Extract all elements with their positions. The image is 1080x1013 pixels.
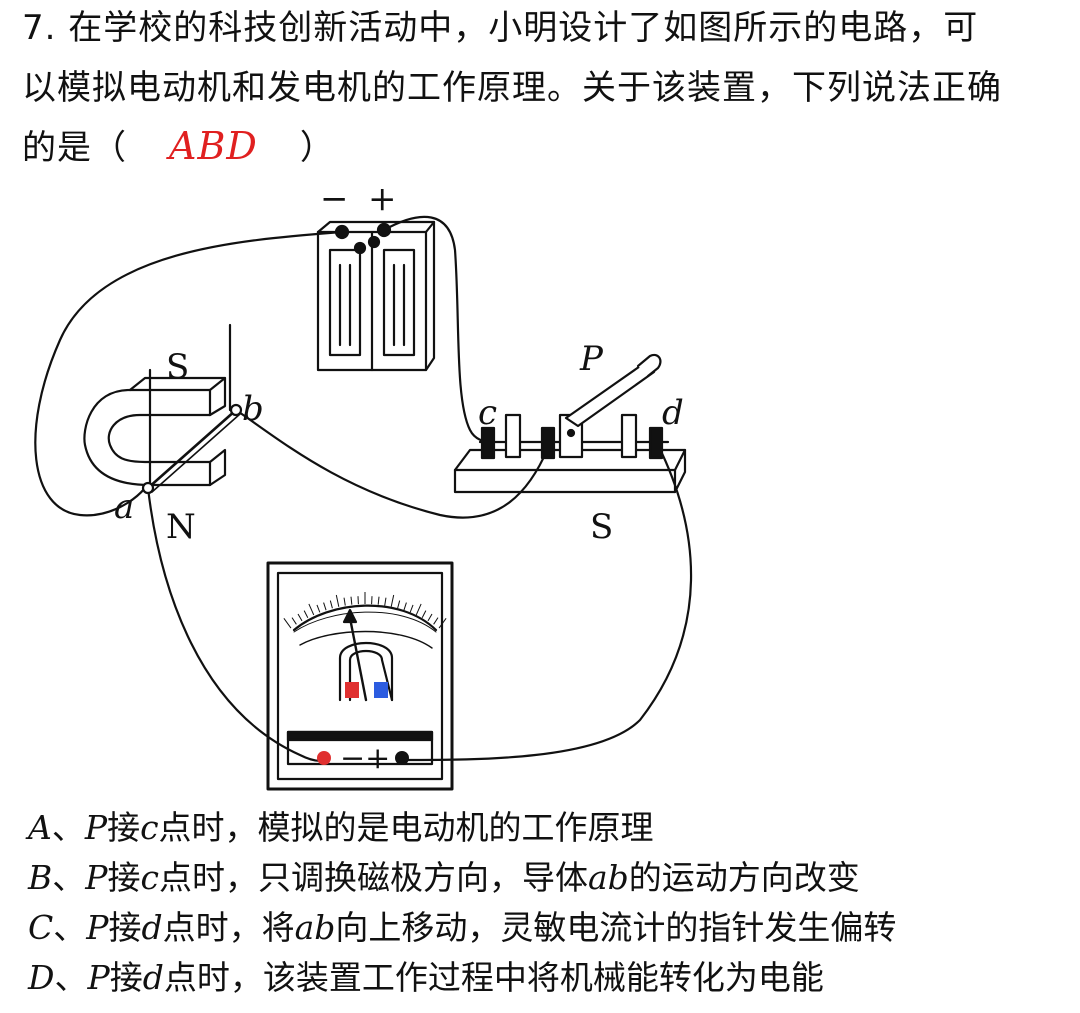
meter-tick [384,597,387,606]
meter-tick [297,613,303,622]
meter-tick [335,594,340,607]
question-text-1: 在学校的科技创新活动中，小明设计了如图所示的电路，可 [68,8,979,48]
meter-tick [350,596,353,605]
galvanometer [266,561,454,791]
question-line-3: 的是（ ABD ） [22,124,335,170]
meter-tick [329,600,333,609]
magnet-n-label: N [166,507,196,547]
meter-magnet-red [345,682,359,698]
meter-tick [343,597,346,606]
meter-tick [377,596,380,605]
question-line-1: 7. 在学校的科技创新活动中，小明设计了如图所示的电路，可 [22,8,979,48]
meter-terminal-black [395,751,409,765]
meter-ticks [283,592,447,629]
meter-tick [409,604,414,613]
meter-tick [415,603,422,616]
wire-b-to-switch [234,408,550,519]
question-text-3-prefix: 的是（ [22,128,127,168]
meter-tick [403,602,407,611]
option-c: C、P接d点时，将ab向上移动，灵敏电流计的指针发生偏转 [28,908,897,947]
wire-battery-to-c [382,215,492,444]
question-number: 7 [22,8,45,48]
option-b: B、P接c点时，只调换磁极方向，导体ab的运动方向改变 [28,858,860,897]
circuit-diagram: − + S N b a c d P S −+ [34,179,693,791]
meter-magnet-blue [374,682,388,698]
meter-tick [283,618,292,629]
meter-tick [427,613,433,622]
switch [453,353,687,494]
meter-terminals-label: −+ [340,741,390,776]
point-c-label: c [478,393,497,433]
magnet-s-label: S [166,347,189,387]
switch-p-label: P [579,339,604,379]
meter-tick [390,594,395,607]
point-a-label: a [114,487,134,527]
wire-battery-to-a [34,230,344,517]
meter-tick [397,600,401,609]
meter-tick [291,617,297,625]
question-text-3-suffix: ） [299,128,335,168]
conductor-ab [141,323,243,495]
question-text-2: 以模拟电动机和发电机的工作原理。关于该装置，下列说法正确 [22,68,1002,108]
meter-tick [316,604,321,613]
point-b-label: b [242,389,264,429]
wire-d-to-meter [400,443,693,762]
point-d-label: d [662,393,684,433]
meter-scale [292,604,438,632]
meter-tick [438,618,447,629]
switch-s-label: S [590,507,613,547]
battery [316,220,436,372]
wire-a-to-meter [146,486,326,762]
option-d: D、P接d点时，该装置工作过程中将机械能转化为电能 [28,958,824,997]
question-line-2: 以模拟电动机和发电机的工作原理。关于该装置，下列说法正确 [22,66,1002,110]
meter-tick [303,610,309,618]
meter-tick [323,602,327,611]
answer: ABD [169,124,258,168]
meter-tick [308,603,315,616]
battery-minus-label: − [320,179,349,219]
meter-tick [421,610,427,618]
meter-terminal-red [317,751,331,765]
option-a: A、P接c点时，模拟的是电动机的工作原理 [28,808,654,847]
meter-needle [348,616,368,702]
battery-plus-label: + [368,179,397,219]
horseshoe-magnet [83,376,227,487]
meter-tick [433,617,439,625]
